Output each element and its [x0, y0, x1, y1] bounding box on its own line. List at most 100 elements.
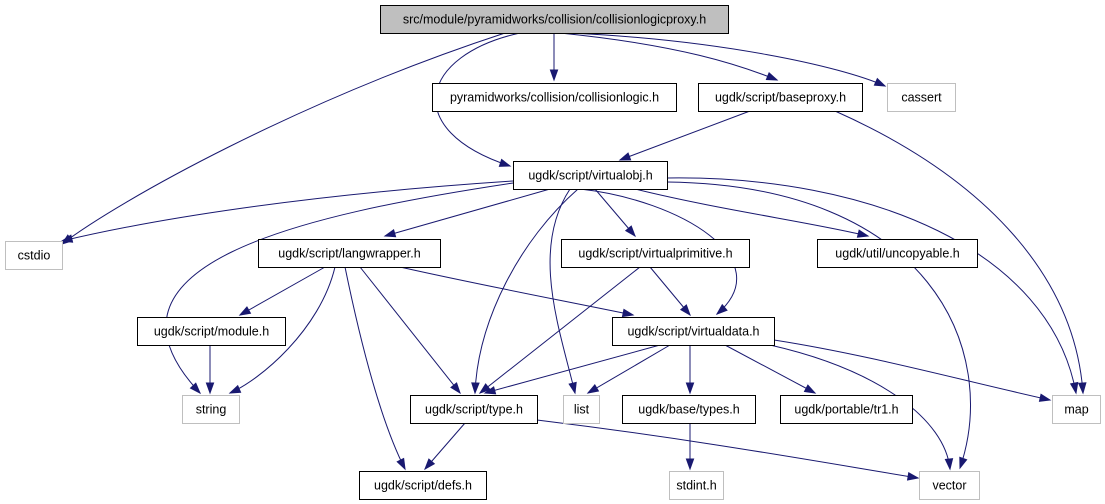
- edge-arrowhead: [424, 458, 436, 471]
- edge-arrowhead: [618, 152, 632, 161]
- node-box: [563, 395, 600, 424]
- node-cassert: cassert: [887, 83, 956, 112]
- edge-line: [484, 344, 661, 394]
- node-box: [137, 317, 286, 346]
- edge-line: [384, 188, 551, 237]
- edge-arrowhead: [1069, 381, 1079, 395]
- edge-line: [61, 180, 514, 242]
- node-map: map: [1052, 395, 1101, 424]
- edge-line: [559, 32, 778, 81]
- edge-virtualdata-to-list: [586, 344, 671, 394]
- edge-arrowhead: [549, 69, 559, 82]
- edge-langwrapper-to-string: [228, 266, 336, 394]
- edge-arrowhead: [238, 306, 252, 316]
- node-collisionlogic[interactable]: pyramidworks/collision/collisionlogic.h: [432, 83, 677, 112]
- edge-arrowhead: [586, 383, 600, 394]
- node-label: stdint.h: [676, 479, 716, 493]
- edge-line: [666, 181, 971, 469]
- edge-root-to-collisionlogic: [549, 33, 559, 82]
- edge-arrowhead: [944, 458, 954, 471]
- edge-arrowhead: [471, 382, 480, 395]
- node-label: ugdk/script/virtualobj.h: [528, 169, 652, 183]
- node-label: cstdio: [18, 249, 51, 263]
- node-box: [359, 471, 487, 500]
- node-label: ugdk/script/baseproxy.h: [715, 91, 846, 105]
- node-root[interactable]: src/module/pyramidworks/collision/collis…: [380, 5, 729, 34]
- node-list: list: [563, 395, 600, 424]
- edge-arrowhead: [189, 382, 202, 395]
- edge-arrowhead: [715, 303, 728, 315]
- edge-line: [399, 266, 634, 316]
- node-box: [561, 239, 750, 268]
- edge-langwrapper-to-module: [238, 266, 326, 316]
- node-label: pyramidworks/collision/collisionlogic.h: [450, 91, 659, 105]
- node-box: [410, 395, 538, 424]
- edge-arrowhead: [856, 229, 870, 238]
- edge-arrowhead: [1077, 382, 1087, 395]
- node-box: [258, 239, 441, 268]
- node-uncopyable[interactable]: ugdk/util/uncopyable.h: [817, 239, 978, 268]
- edge-line: [619, 110, 751, 161]
- edge-arrowhead: [450, 382, 461, 395]
- node-box: [182, 395, 240, 424]
- edge-virtualobj-to-uncopyable: [634, 188, 870, 238]
- node-types[interactable]: ugdk/base/types.h: [622, 395, 756, 424]
- edge-virtualdata-to-map: [773, 339, 1052, 402]
- node-langwrapper[interactable]: ugdk/script/langwrapper.h: [258, 239, 441, 268]
- edge-line: [479, 266, 641, 394]
- node-label: ugdk/script/type.h: [425, 403, 523, 417]
- edge-line: [773, 339, 1051, 401]
- node-label: ugdk/base/types.h: [638, 403, 740, 417]
- node-box: [380, 5, 729, 34]
- node-label: ugdk/portable/tr1.h: [794, 403, 898, 417]
- edge-line: [587, 344, 671, 394]
- edge-root-to-cassert: [569, 32, 887, 87]
- nodes-layer: src/module/pyramidworks/collision/collis…: [5, 5, 1101, 500]
- node-tr1[interactable]: ugdk/portable/tr1.h: [780, 395, 913, 424]
- edge-line: [239, 266, 326, 316]
- node-virtualobj[interactable]: ugdk/script/virtualobj.h: [513, 161, 668, 190]
- edge-virtualdata-to-types: [685, 345, 695, 395]
- node-virtualprimitive[interactable]: ugdk/script/virtualprimitive.h: [561, 239, 750, 268]
- node-label: map: [1064, 403, 1088, 417]
- edge-virtualobj-to-cstdio: [60, 180, 514, 243]
- edge-arrowhead: [478, 383, 491, 394]
- edge-virtualdata-to-type: [483, 344, 661, 395]
- node-box: [669, 471, 724, 500]
- edge-root-to-baseproxy: [559, 32, 779, 81]
- edge-langwrapper-to-type: [359, 266, 461, 395]
- edge-arrowhead: [568, 381, 577, 395]
- node-box: [622, 395, 756, 424]
- edge-line: [724, 344, 816, 394]
- edge-line: [666, 177, 1077, 394]
- edge-arrowhead: [685, 458, 695, 471]
- edge-line: [474, 188, 579, 394]
- edge-virtualobj-to-virtualdata: [579, 188, 738, 315]
- edge-arrowhead: [906, 472, 920, 481]
- node-virtualdata[interactable]: ugdk/script/virtualdata.h: [612, 317, 775, 346]
- node-label: string: [196, 403, 227, 417]
- edge-line: [634, 188, 869, 237]
- edge-virtualobj-to-type: [471, 188, 579, 395]
- node-module[interactable]: ugdk/script/module.h: [137, 317, 286, 346]
- edges-layer: [60, 32, 1087, 481]
- node-box: [612, 317, 775, 346]
- node-defs[interactable]: ugdk/script/defs.h: [359, 471, 487, 500]
- edge-line: [549, 188, 576, 394]
- node-type[interactable]: ugdk/script/type.h: [410, 395, 538, 424]
- edge-arrowhead: [396, 457, 406, 471]
- node-box: [780, 395, 913, 424]
- node-cstdio: cstdio: [5, 241, 63, 270]
- edge-line: [229, 266, 336, 394]
- node-baseproxy[interactable]: ugdk/script/baseproxy.h: [698, 83, 863, 112]
- edge-types-to-stdint: [685, 423, 695, 471]
- edge-virtualobj-to-vector: [666, 181, 971, 470]
- edge-line: [569, 32, 886, 87]
- edge-virtualobj-to-virtualprimitive: [594, 188, 636, 238]
- edge-virtualdata-to-tr1: [724, 344, 817, 394]
- edge-line: [834, 110, 1084, 394]
- node-box: [887, 83, 956, 112]
- edge-arrowhead: [803, 384, 817, 394]
- node-box: [5, 241, 63, 270]
- node-label: list: [574, 403, 590, 417]
